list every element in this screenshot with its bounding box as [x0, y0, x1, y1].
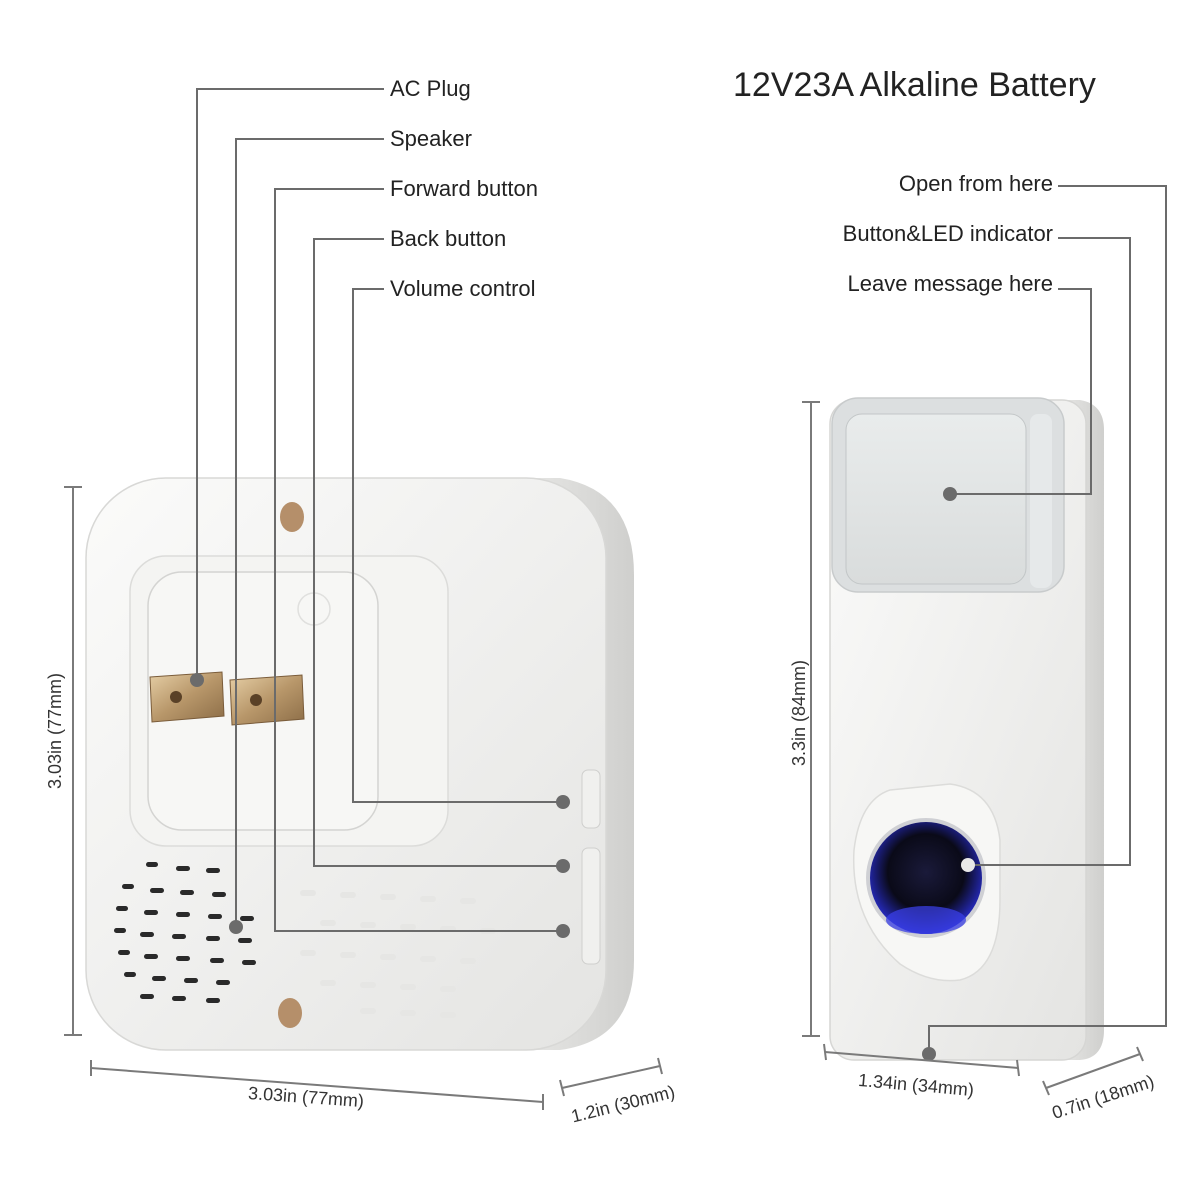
- mount-hole-top: [280, 502, 304, 532]
- button-led-indicator-label: Button&LED indicator: [842, 221, 1053, 246]
- mount-hole-bottom: [278, 998, 302, 1028]
- speaker-grille: [114, 862, 256, 1003]
- ac-plug-prongs: [149, 671, 305, 726]
- dimension-lines: [64, 401, 1144, 1110]
- volume-control-label: Volume control: [390, 276, 536, 301]
- transmitter-leader-lines: [928, 185, 1167, 1054]
- receiver-body: [85, 477, 634, 1051]
- transmitter-body: [829, 397, 1104, 1061]
- open-from-here-label: Open from here: [898, 171, 1053, 196]
- call-button-led: [866, 818, 986, 938]
- ac-plug-label: AC Plug: [390, 76, 471, 101]
- receiver-height-dimension: 3.03in (77mm): [45, 672, 66, 790]
- receiver-leader-lines: [196, 88, 563, 932]
- transmitter-height-dimension: 3.3in (84mm): [789, 659, 810, 767]
- speaker-label: Speaker: [390, 126, 472, 151]
- back-button-label: Back button: [390, 226, 507, 251]
- forward-button-label: Forward button: [390, 176, 538, 201]
- leave-message-here-label: Leave message here: [847, 271, 1053, 296]
- forward-back-button: [581, 847, 601, 965]
- battery-title: 12V23A Alkaline Battery: [733, 66, 1096, 104]
- volume-control-button: [581, 769, 601, 829]
